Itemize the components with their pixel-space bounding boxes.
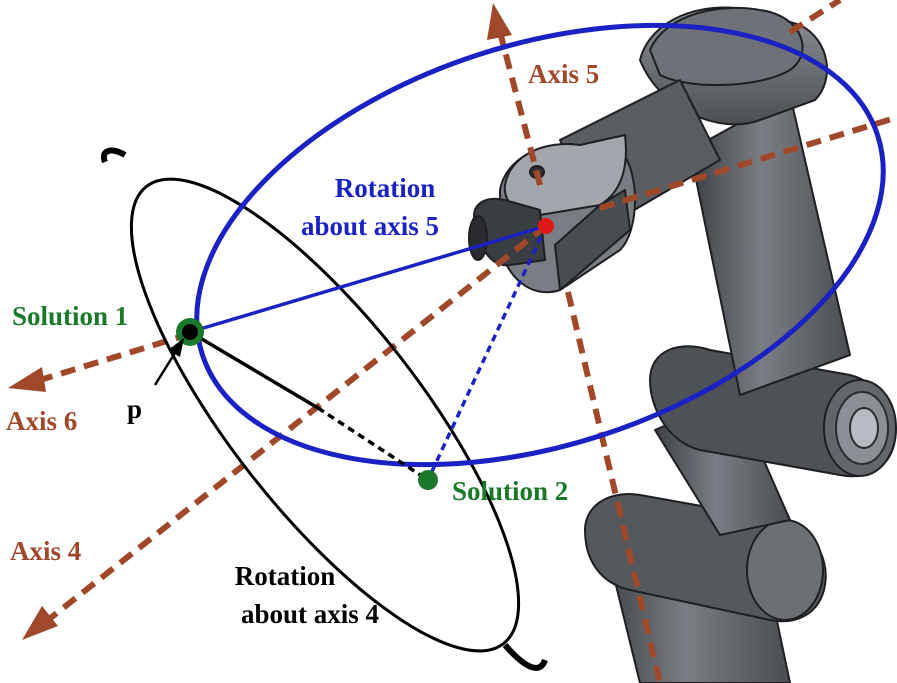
- wrist-center-marker: [538, 218, 554, 234]
- axis-6-arrowhead: [8, 367, 46, 392]
- rotation-5-label-line2: about axis 5: [301, 211, 439, 241]
- robot-lower-joint-cap: [746, 519, 824, 621]
- link-solution1-wrist: [189, 224, 547, 334]
- axis-4-line: [46, 223, 548, 623]
- rotation-4-circle: [129, 177, 521, 653]
- robot-flange-face: [468, 215, 488, 261]
- rotation-5-label-line1: Rotation: [335, 173, 436, 203]
- solution-1-label: Solution 1: [12, 301, 128, 331]
- axis-arrowheads: [8, 3, 512, 640]
- axis-6-line: [39, 331, 191, 383]
- rotation-5-circle: [194, 22, 886, 468]
- axis-5-label: Axis 5: [528, 59, 599, 89]
- p-pointer-line: [153, 347, 180, 386]
- axis-5-line: [497, 31, 543, 186]
- axis-lower-line: [565, 291, 663, 683]
- solution-2-marker: [418, 470, 438, 490]
- rotation-4-label-line1: Rotation: [235, 561, 336, 591]
- axis-wrist1-line: [599, 115, 896, 211]
- rotation-4-circle-thick-top: [100, 147, 127, 164]
- robot-wrist-side: [554, 189, 631, 291]
- axis-5-arrowhead: [487, 3, 512, 40]
- link-wrist-solution2: [426, 225, 548, 481]
- robot-arm: [468, 6, 897, 683]
- robot-elbow-cap-hole: [849, 407, 879, 449]
- axis-4-arrowhead: [22, 606, 58, 640]
- point-p-label: p: [127, 394, 142, 424]
- link-solution1-solution2-dashed: [317, 406, 429, 482]
- rotation-4-circle-thick-bottom: [502, 643, 548, 671]
- point-p-marker: [182, 324, 198, 340]
- solution-2-label: Solution 2: [452, 476, 568, 506]
- axis-4-label: Axis 4: [10, 536, 81, 566]
- link-solution1-solution2-solid: [189, 330, 319, 410]
- p-pointer-arrowhead: [168, 338, 184, 357]
- axis-upper-right-line: [788, 0, 842, 35]
- rotation-4-label-line2: about axis 4: [241, 599, 379, 629]
- axis-6-label: Axis 6: [6, 406, 77, 436]
